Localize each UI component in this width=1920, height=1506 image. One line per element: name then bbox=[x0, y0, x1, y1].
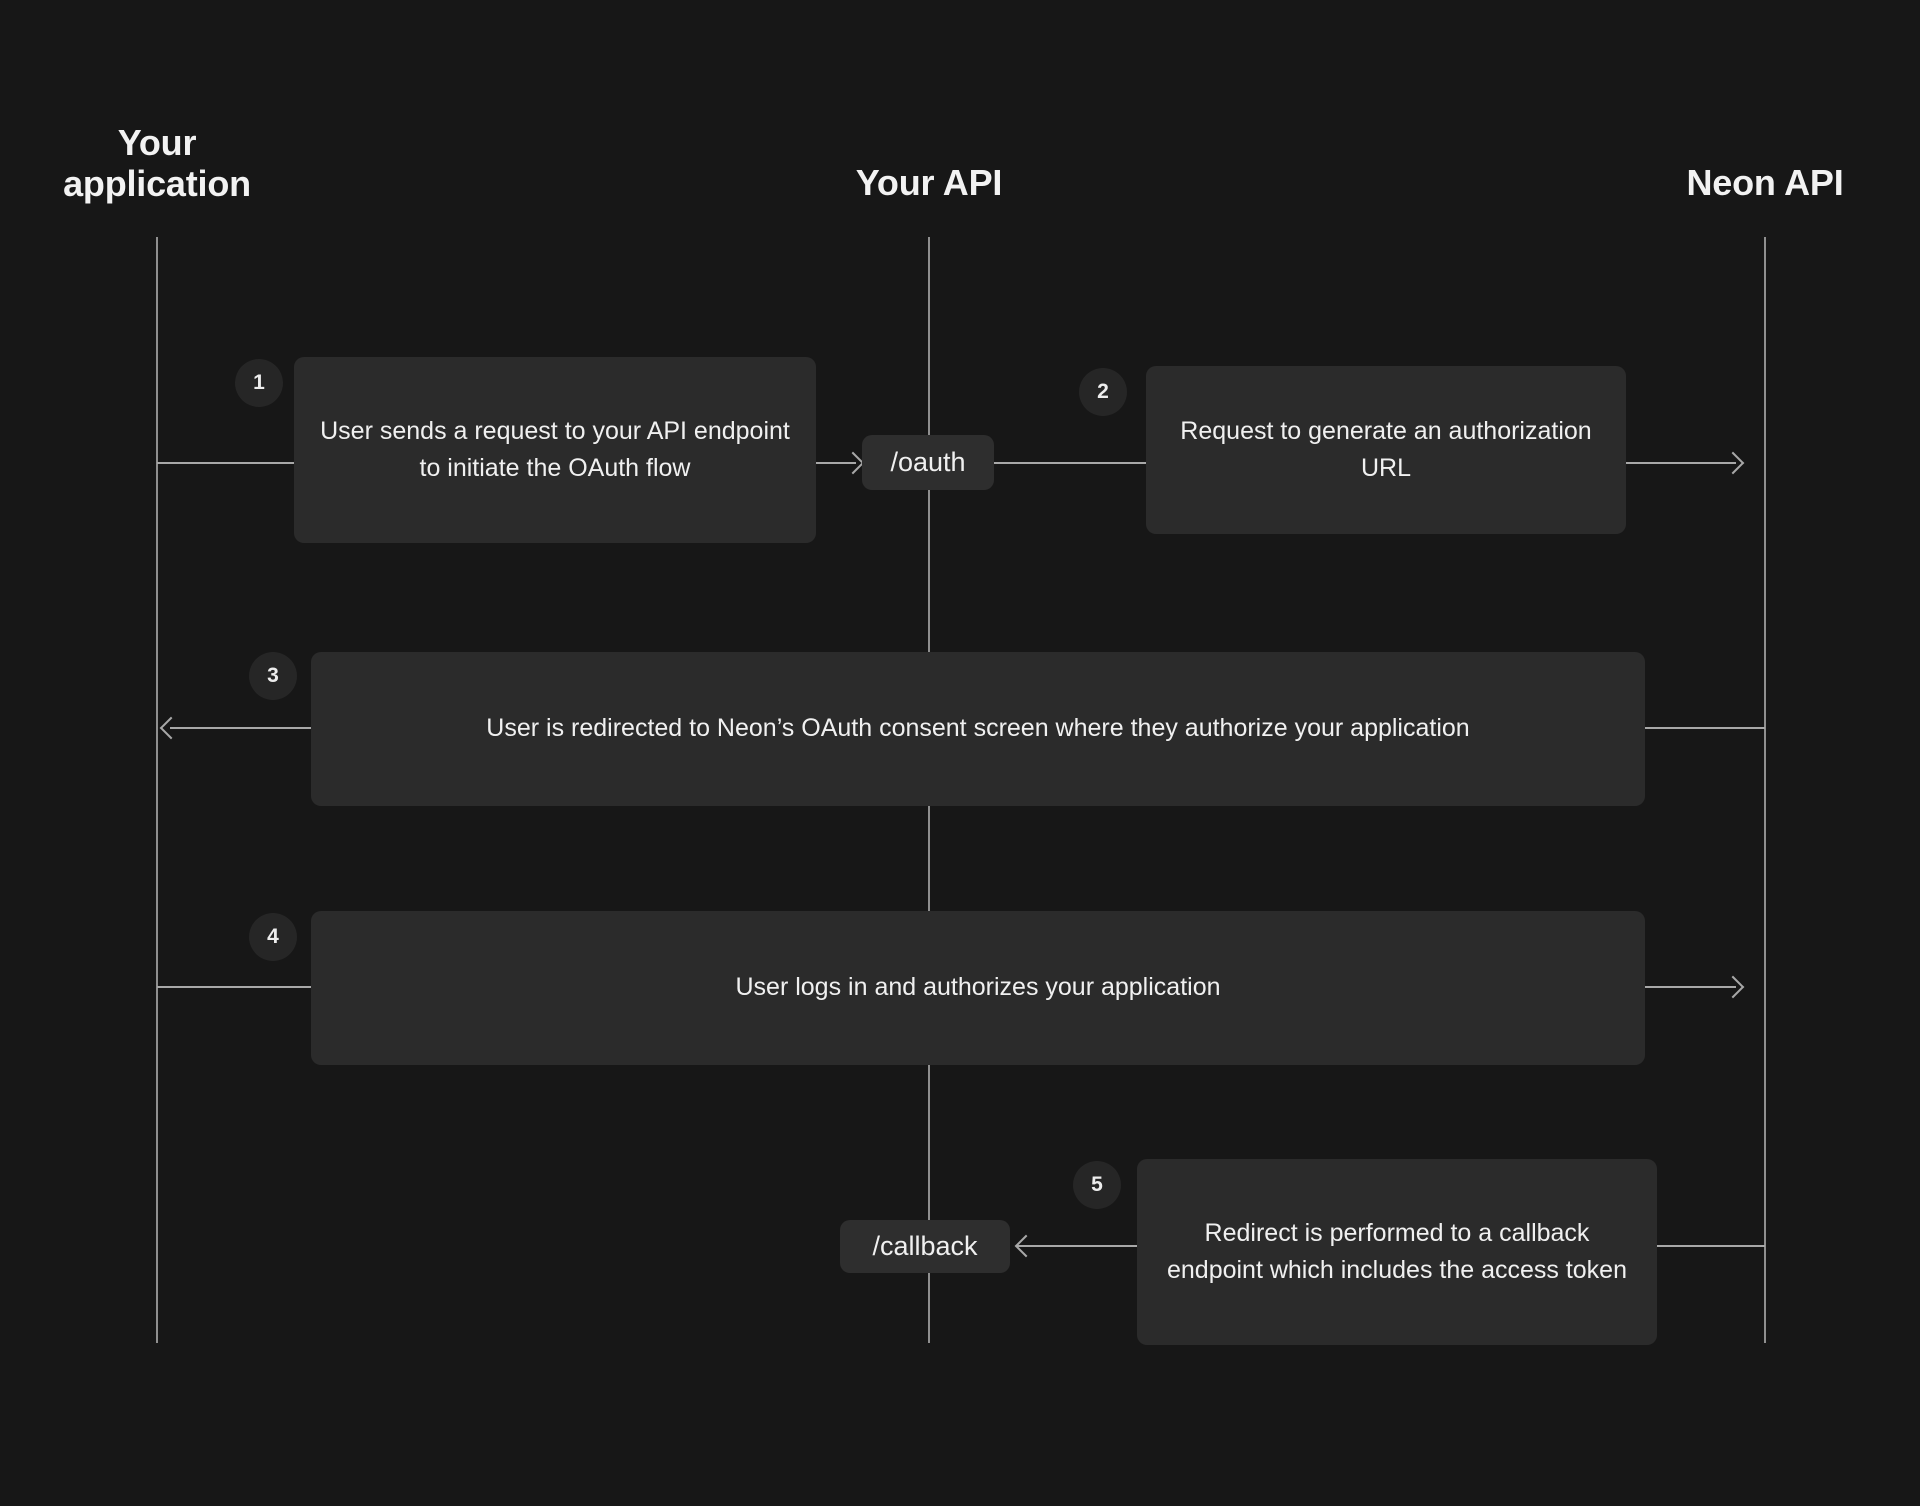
endpoint-pill-oauth: /oauth bbox=[862, 435, 994, 490]
participant-label-your-api: Your API bbox=[855, 162, 1003, 203]
connector-app-to-step4 bbox=[157, 986, 312, 988]
step-badge-5: 5 bbox=[1073, 1161, 1121, 1209]
arrowhead-right-icon-step2 bbox=[1721, 451, 1745, 475]
step-badge-3: 3 bbox=[249, 652, 297, 700]
connector-neon-to-step5 bbox=[1657, 1245, 1765, 1247]
connector-app-to-step1 bbox=[157, 462, 295, 464]
connector-step5-to-callback bbox=[1016, 1245, 1138, 1247]
message-text-step-4: User logs in and authorizes your applica… bbox=[735, 973, 1221, 1002]
message-text-step-3: User is redirected to Neon’s OAuth conse… bbox=[486, 714, 1470, 743]
connector-neon-to-step3 bbox=[1645, 727, 1765, 729]
step-badge-1: 1 bbox=[235, 359, 283, 407]
connector-step3-to-app bbox=[170, 727, 312, 729]
arrowhead-right-icon-step1 bbox=[841, 451, 865, 475]
message-text-step-5: Redirect is performed to a callback endp… bbox=[1166, 1218, 1627, 1285]
message-text-step-1: User sends a request to your API endpoin… bbox=[320, 416, 790, 483]
arrowhead-right-icon-step4 bbox=[1721, 975, 1745, 999]
participant-label-neon-api: Neon API bbox=[1686, 162, 1844, 203]
message-box-step-4: User logs in and authorizes your applica… bbox=[311, 911, 1645, 1065]
step-badge-2: 2 bbox=[1079, 368, 1127, 416]
connector-oauth-to-step2 bbox=[994, 462, 1147, 464]
lifeline-neon-api bbox=[1764, 237, 1766, 1343]
message-box-step-2: Request to generate an authorization URL bbox=[1146, 366, 1626, 534]
message-box-step-3: User is redirected to Neon’s OAuth conse… bbox=[311, 652, 1645, 806]
message-box-step-1: User sends a request to your API endpoin… bbox=[294, 357, 816, 543]
connector-step1-to-oauth bbox=[816, 462, 856, 464]
participant-label-your-application: Your application bbox=[63, 122, 251, 205]
endpoint-pill-callback: /callback bbox=[840, 1220, 1010, 1273]
message-box-step-5: Redirect is performed to a callback endp… bbox=[1137, 1159, 1657, 1345]
message-text-step-2: Request to generate an authorization URL bbox=[1180, 416, 1592, 483]
lifeline-your-application bbox=[156, 237, 158, 1343]
step-badge-4: 4 bbox=[249, 913, 297, 961]
connector-step4-to-neon bbox=[1645, 986, 1736, 988]
connector-step2-to-neon bbox=[1626, 462, 1736, 464]
